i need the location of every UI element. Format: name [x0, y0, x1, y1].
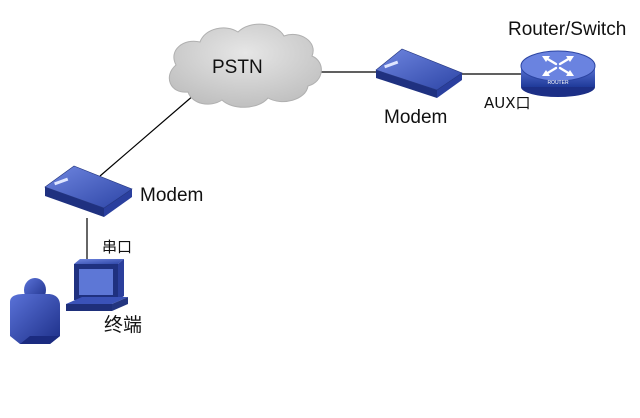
modem-remote-label: Modem: [384, 107, 448, 128]
terminal-label: 终端: [104, 314, 143, 336]
serial-port-label: 串口: [102, 238, 133, 256]
router-badge: ROUTER: [547, 80, 569, 86]
link-modem-pstn: [99, 94, 195, 177]
router-label: Router/Switch: [508, 19, 627, 40]
modem-icon: [375, 48, 463, 98]
modem-local-label: Modem: [140, 185, 204, 206]
pstn-label: PSTN: [212, 57, 263, 78]
modem-icon: [44, 165, 133, 217]
user-icon: [10, 278, 60, 344]
aux-port-label: AUX口: [484, 94, 531, 112]
cloud-icon: [168, 23, 322, 108]
computer-icon: [66, 259, 128, 311]
router-icon: ROUTER: [520, 50, 596, 97]
connections: [86, 71, 524, 264]
